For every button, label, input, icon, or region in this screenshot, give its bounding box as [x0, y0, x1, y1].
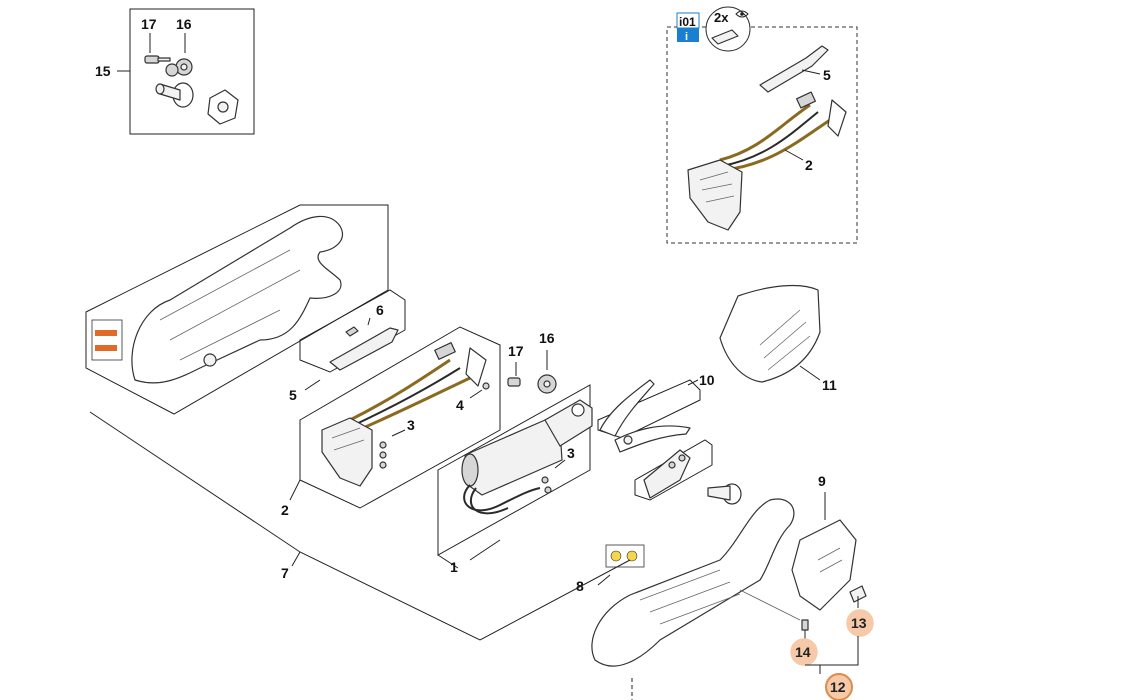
callout-11[interactable]: 11 [822, 377, 837, 393]
callout-10[interactable]: 10 [699, 372, 715, 388]
side-cover: 9 [791, 473, 867, 611]
screw-part [144, 55, 171, 64]
callout-15[interactable]: 15 [95, 63, 111, 79]
callout-2[interactable]: 2 [281, 502, 289, 518]
callout-13-badge[interactable] [846, 609, 874, 637]
cam-plate-part [643, 449, 691, 499]
wiring-harness-inset [719, 91, 847, 172]
assembly-leaders: 7 [89, 411, 633, 700]
blade-part [599, 379, 655, 437]
callout-6[interactable]: 6 [376, 302, 384, 318]
callout-12-badge[interactable] [825, 673, 853, 700]
zoom-detail-circle: 2x [705, 6, 751, 52]
callout-17-motor[interactable]: 17 [508, 343, 524, 359]
housing-half-labeled: 8 [576, 498, 801, 667]
callout-16[interactable]: 16 [176, 16, 192, 32]
switch-board-inset [687, 159, 743, 231]
control-assembly-panel: 6 5 3 4 2 [281, 289, 501, 518]
switch-board-part [321, 417, 373, 487]
trigger-lever-part [329, 327, 399, 371]
callout-14[interactable]: 14 [795, 644, 811, 660]
callout-7[interactable]: 7 [281, 565, 289, 581]
info-code: i01 [679, 15, 696, 29]
callout-12[interactable]: 12 [830, 679, 846, 695]
callout-3-control[interactable]: 3 [407, 417, 415, 433]
callout-14-badge[interactable] [790, 638, 818, 666]
callout-2-inset[interactable]: 2 [805, 157, 813, 173]
motor-assembly-panel: 17 16 3 1 [437, 330, 593, 575]
blade-assembly-panel: 10 [597, 372, 742, 505]
callout-9[interactable]: 9 [818, 473, 826, 489]
callout-13[interactable]: 13 [851, 615, 867, 631]
info-badge: i01 i [676, 12, 700, 43]
wiring-harness [349, 342, 487, 434]
bolt-part [155, 82, 194, 108]
housing-half-part-labeled [591, 498, 795, 667]
trigger-lever-part [759, 45, 829, 93]
blade-cover-part [719, 284, 821, 383]
blade-lower-part [614, 425, 691, 453]
highlighted-callouts: 14 13 12 [790, 596, 874, 700]
callout-4[interactable]: 4 [456, 397, 464, 413]
warning-label-part [605, 544, 645, 568]
callout-8[interactable]: 8 [576, 578, 584, 594]
callout-5[interactable]: 5 [289, 387, 297, 403]
callout-3-motor[interactable]: 3 [567, 445, 575, 461]
gear-part [165, 58, 193, 77]
info-icon: i [685, 31, 688, 43]
multiplier-label: 2x [714, 10, 729, 25]
parts-box-15: 15 17 16 [95, 8, 255, 135]
callout-1[interactable]: 1 [450, 559, 458, 575]
eye-icon [735, 10, 749, 18]
inset-detail-box: i01 i 2x 5 2 [666, 6, 858, 244]
side-cover-part [791, 519, 857, 611]
callout-17[interactable]: 17 [141, 16, 157, 32]
housing-half-part [131, 215, 343, 384]
callout-5-inset[interactable]: 5 [823, 67, 831, 83]
housing-half-panel [85, 204, 389, 415]
blade-cover: 11 [719, 284, 837, 393]
callout-16-motor[interactable]: 16 [539, 330, 555, 346]
